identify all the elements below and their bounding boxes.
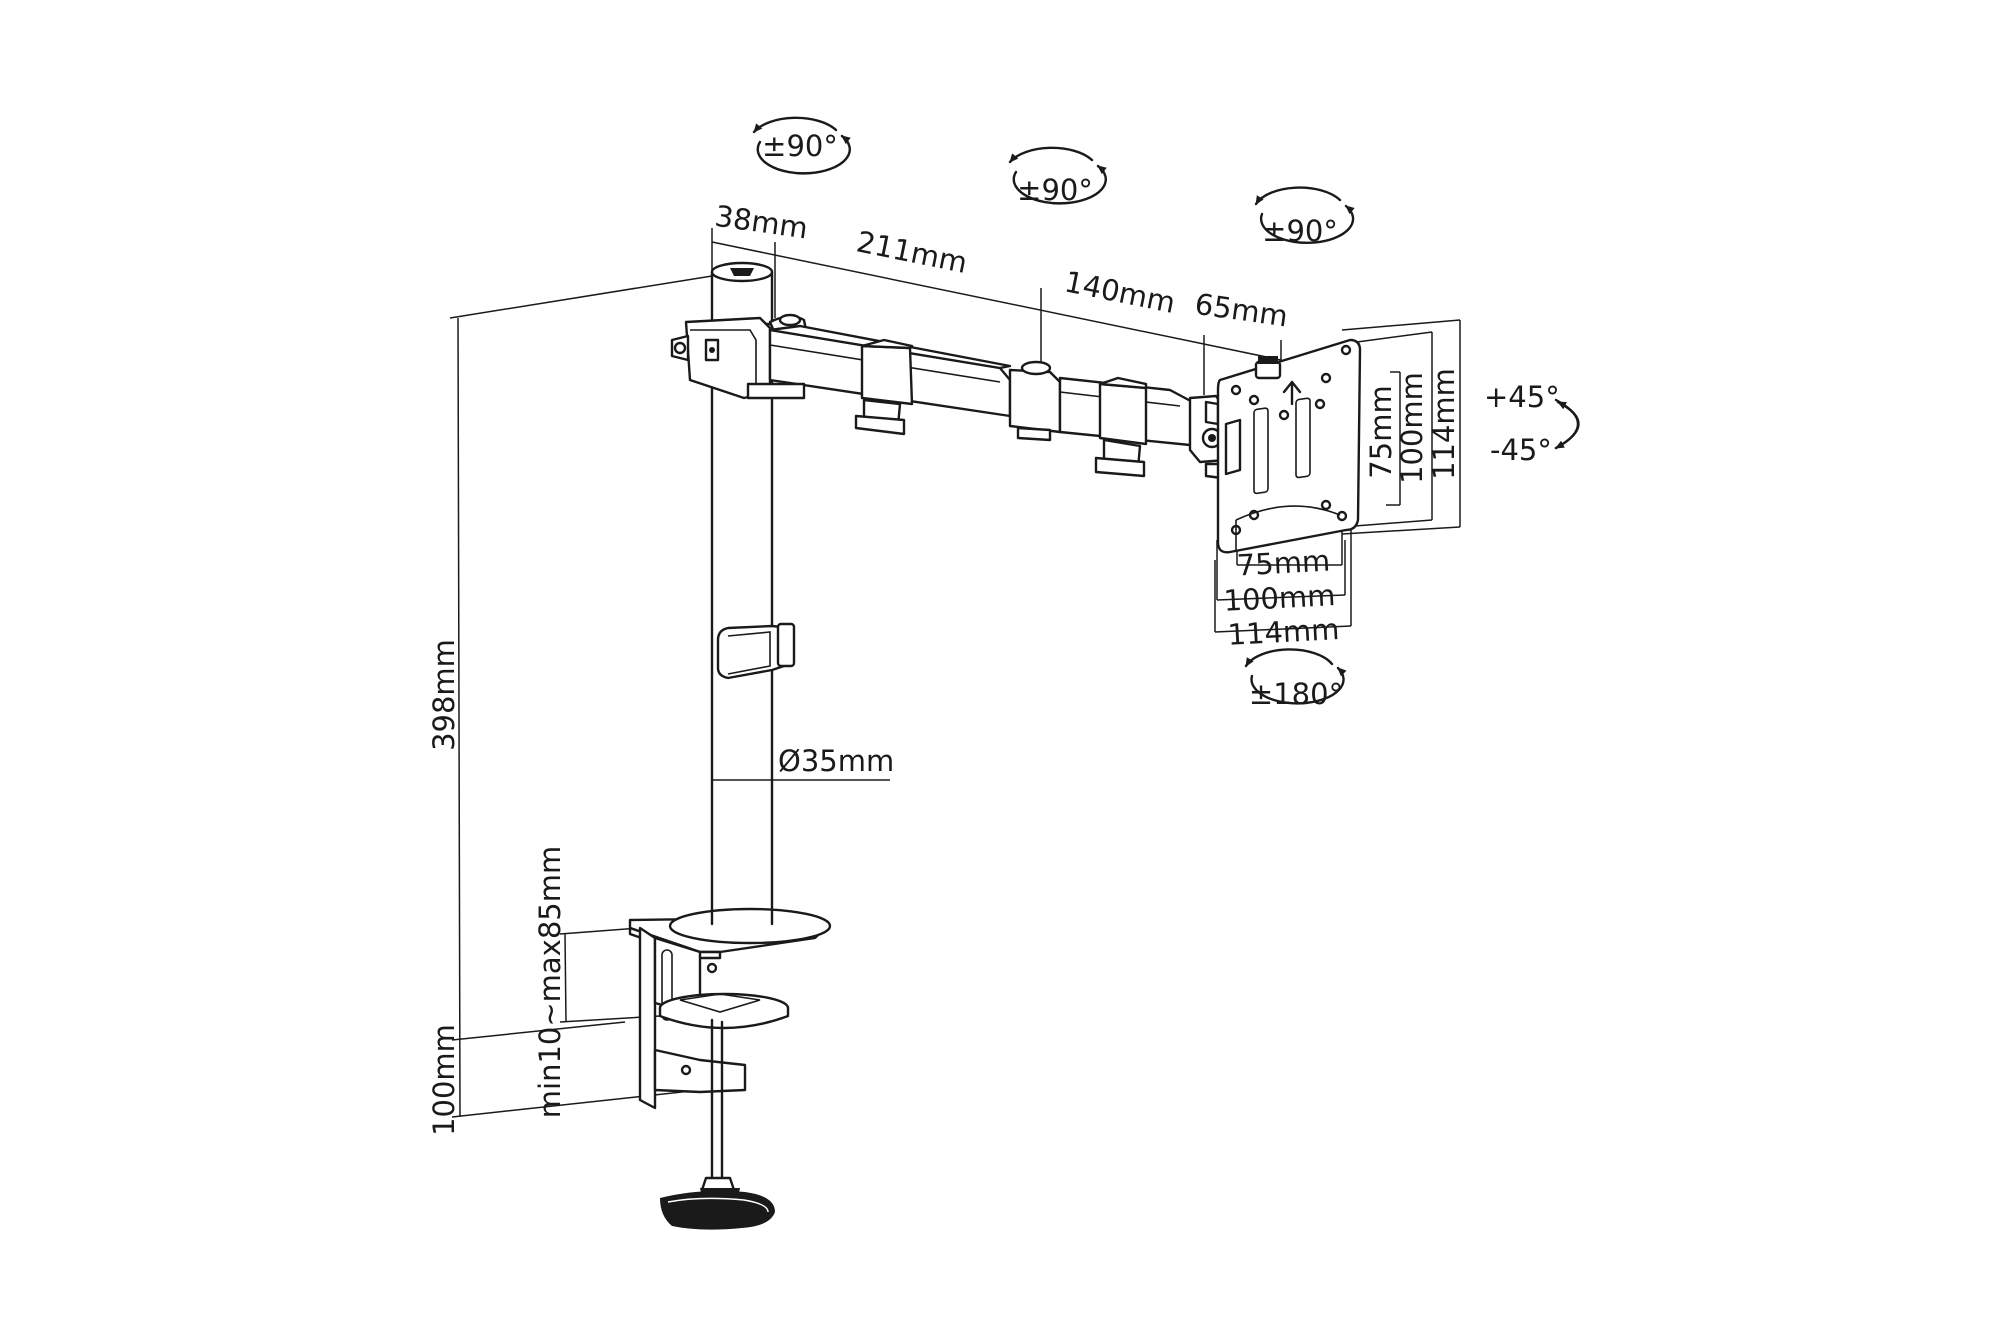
rotation-badge-plate <box>1244 648 1347 705</box>
vesa-width-75: 75mm <box>1236 544 1331 583</box>
pole-cap-dimension: 38mm <box>713 199 810 246</box>
tilt-down-label: -45° <box>1490 433 1552 467</box>
pole-swivel-label: ±90° <box>762 129 838 163</box>
rotation-badge-pole <box>752 116 851 175</box>
vertical-pole <box>710 261 796 926</box>
vesa-plate <box>1216 338 1362 554</box>
head-swivel-label: ±90° <box>1262 214 1338 248</box>
vesa-width-100: 100mm <box>1223 578 1336 618</box>
arm-first-dimension: 211mm <box>854 224 970 280</box>
dimension-lines <box>449 228 1461 1118</box>
tilt-arrow <box>1554 398 1580 450</box>
clamp-height-dimension: 100mm <box>427 1024 461 1136</box>
plate-rotate-label: ±180° <box>1249 677 1343 711</box>
desk-clamp <box>628 907 832 1230</box>
articulating-arm <box>670 313 1228 480</box>
head-dimension: 65mm <box>1193 287 1290 334</box>
rotation-badge-head <box>1254 186 1355 244</box>
total-height-dimension: 398mm <box>427 639 461 751</box>
vesa-width-114: 114mm <box>1227 612 1340 652</box>
elbow-swivel-label: ±90° <box>1017 173 1093 207</box>
tilt-up-label: +45° <box>1484 380 1560 414</box>
arm-second-dimension: 140mm <box>1062 264 1178 320</box>
pole-diameter-dimension: Ø35mm <box>778 744 894 778</box>
vesa-height-75: 75mm <box>1364 385 1398 478</box>
vesa-height-100: 100mm <box>1395 372 1429 484</box>
clamp-range-dimension: min10~max85mm <box>533 846 567 1118</box>
vesa-height-114: 114mm <box>1427 368 1461 480</box>
rotation-badge-elbow <box>1008 146 1107 205</box>
